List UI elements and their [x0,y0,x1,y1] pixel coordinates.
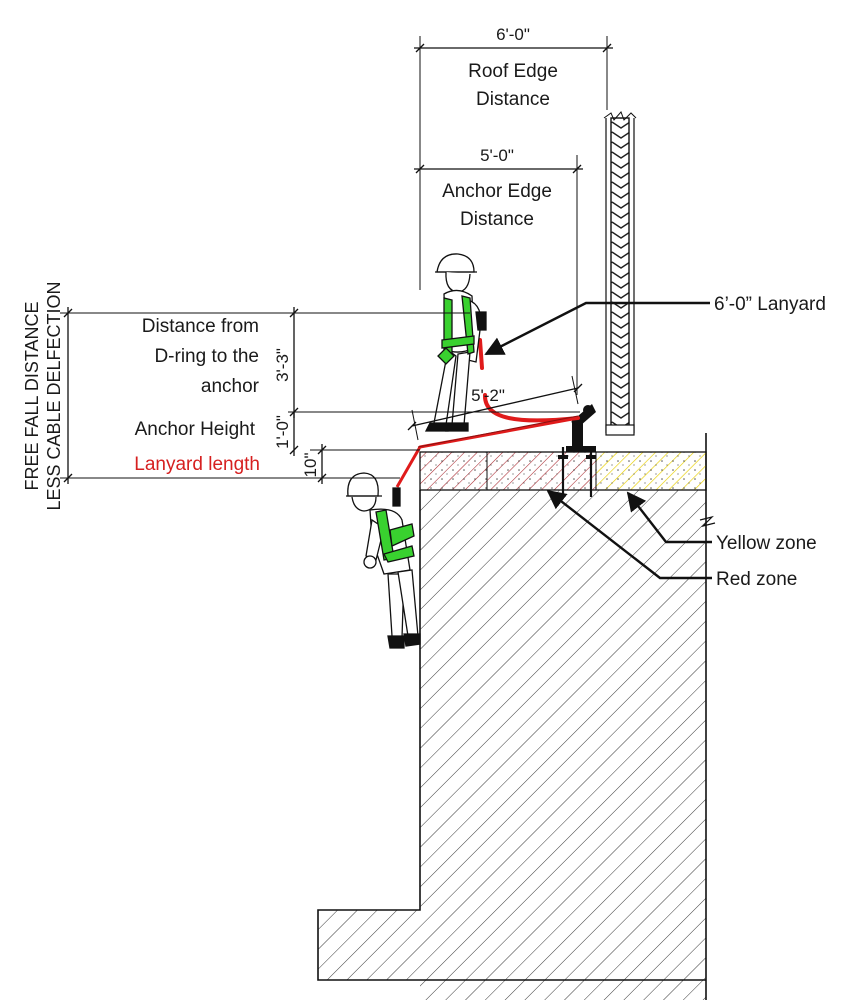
anchor-edge-label-line1: Anchor Edge [442,181,552,202]
anchor-edge-label-line2: Distance [460,209,534,230]
anchor-height-label: Anchor Height [135,419,256,440]
lanyard-span-dim: 5'-2" [471,386,505,405]
dimension-lines [60,36,613,484]
roof-edge-label-line2: Distance [476,89,550,110]
dring-label-line1: Distance from [142,316,259,337]
free-fall-label-line1: FREE FALL DISTANCE [22,301,42,490]
standing-worker-lanyard [478,338,580,423]
roof-anchor [566,404,596,452]
lanyard-length-label: Lanyard length [134,454,260,475]
suspended-worker [346,472,421,649]
red-zone-callout: Red zone [716,569,797,590]
roof-edge-label-line1: Roof Edge [468,61,558,82]
dring-to-anchor-dim: 3'-3" [273,348,292,382]
dring-label-line3: anchor [201,376,260,397]
yellow-zone-callout: Yellow zone [716,533,817,554]
roof-slab [419,447,707,497]
callout-leaders [484,301,712,580]
lanyard-lines [395,338,580,488]
standing-worker [424,253,487,432]
lanyard-length-dim: 10" [301,453,320,478]
description-labels: Roof Edge Distance Anchor Edge Distance … [22,61,558,511]
roof-edge-dim: 6'-0" [496,25,530,44]
free-fall-label-line2: LESS CABLE DELFECTION [44,281,64,510]
building-structure [317,433,716,1000]
parapet-wall [603,111,637,436]
callout-labels: 6’-0” Lanyard Yellow zone Red zone [714,294,826,590]
anchor-edge-dim: 5'-0" [480,146,514,165]
dimension-values: 6'-0" 5'-0" 5'-2" 3'-3" 1'-0" 10" [273,25,530,477]
lanyard-callout: 6’-0” Lanyard [714,294,826,315]
anchor-height-dim: 1'-0" [273,415,292,449]
dring-label-line2: D-ring to the [154,346,259,367]
